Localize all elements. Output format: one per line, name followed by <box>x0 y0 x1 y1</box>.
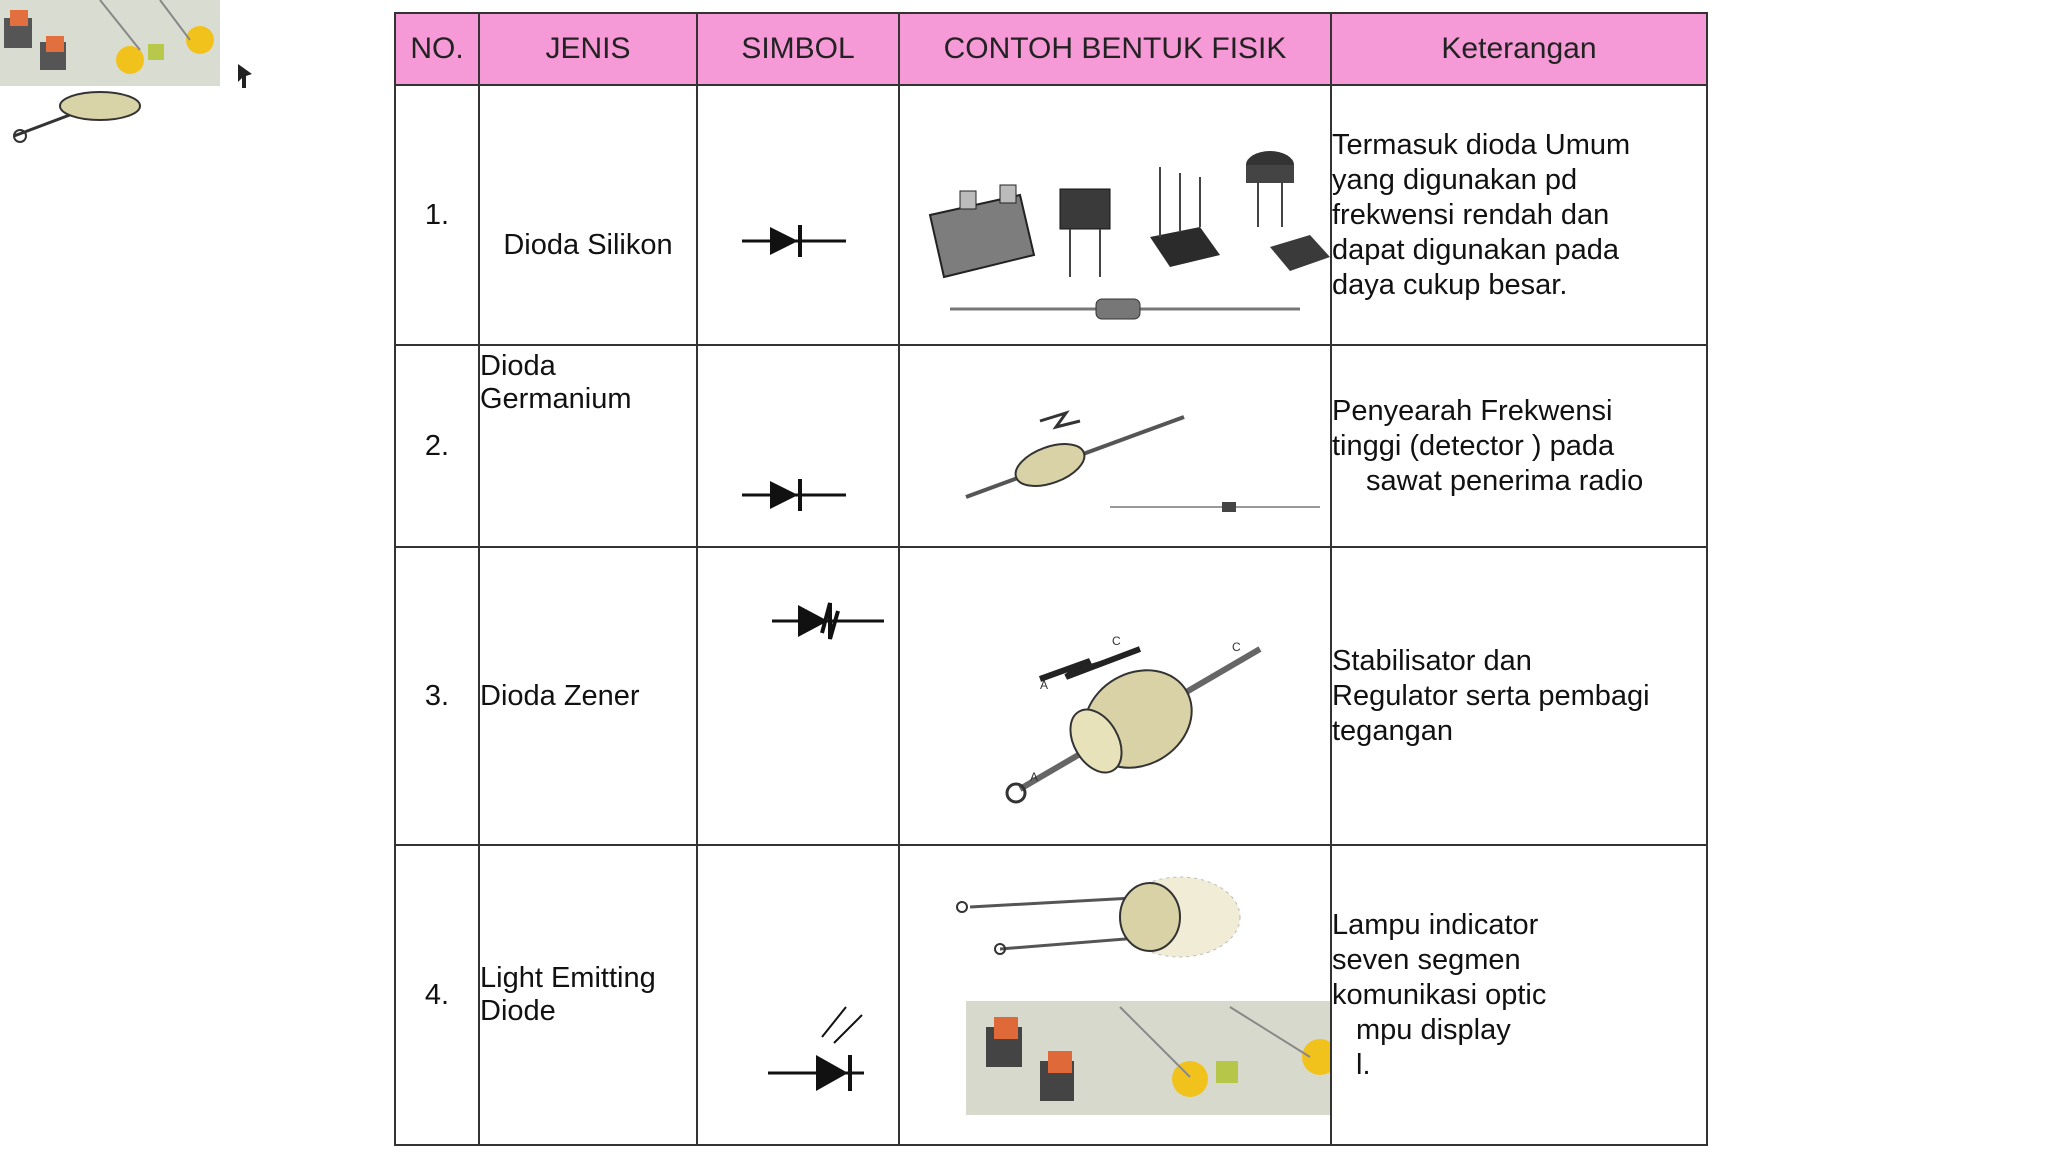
row-number-text: 4. <box>424 978 450 1011</box>
description-line: Stabilisator dan <box>1332 644 1532 677</box>
row-type: Dioda Germanium <box>478 344 698 548</box>
row-symbol <box>696 84 900 346</box>
led-diagram-thumbnail <box>0 86 160 148</box>
row-number: 2. <box>394 344 480 548</box>
description-line: daya cukup besar. <box>1332 268 1568 301</box>
header-contoh: CONTOH BENTUK FISIK <box>898 12 1332 86</box>
row-symbol <box>696 344 900 548</box>
row-photo <box>898 344 1332 548</box>
header-keterangan: Keterangan <box>1330 12 1708 86</box>
description-line: sawat penerima radio <box>1366 464 1644 497</box>
led-photo-icon <box>956 876 1330 1115</box>
description-line: Regulator serta pembagi <box>1332 679 1650 712</box>
table-header-row: NO. JENIS SIMBOL CONTOH BENTUK FISIK Ket… <box>394 12 1708 86</box>
row-description: Stabilisator dan Regulator serta pembagi… <box>1330 546 1708 846</box>
svg-text:C: C <box>1112 634 1121 648</box>
description-line: tinggi (detector ) pada <box>1332 429 1615 462</box>
diode-symbol-icon <box>742 225 846 257</box>
description-line: komunikasi optic <box>1332 978 1547 1011</box>
header-simbol: SIMBOL <box>696 12 900 86</box>
row-type: Light Emitting Diode <box>478 844 698 1146</box>
row-type: Dioda Silikon <box>478 84 698 346</box>
description-line: tegangan <box>1332 714 1453 747</box>
row-type-text: Dioda Germanium <box>480 350 632 415</box>
germanium-diode-icon <box>965 410 1320 512</box>
row-number-text: 3. <box>424 679 450 712</box>
row-number: 1. <box>394 84 480 346</box>
description-line: yang digunakan pd <box>1332 163 1578 196</box>
zener-diode-symbol-icon <box>772 602 884 640</box>
row-photo: A C C A <box>898 546 1332 846</box>
row-symbol <box>696 546 900 846</box>
row-type: Dioda Zener <box>478 546 698 846</box>
row-description: Lampu indicator seven segmen komunikasi … <box>1330 844 1708 1146</box>
led-photo-thumbnail <box>0 0 220 86</box>
description-line: frekwensi rendah dan <box>1332 198 1610 231</box>
table-row: 2. Dioda Germanium Penyeara <box>394 344 1708 548</box>
description-line: mpu display <box>1356 1013 1511 1046</box>
row-type-text: Light Emitting Diode <box>480 962 656 1027</box>
description-line: Penyearah Frekwensi <box>1332 394 1613 427</box>
description-line: Lampu indicator <box>1332 908 1539 941</box>
row-description: Termasuk dioda Umum yang digunakan pd fr… <box>1330 84 1708 346</box>
row-number-text: 2. <box>424 429 450 462</box>
row-photo <box>898 84 1332 346</box>
bridge-rectifier-icon <box>928 151 1330 320</box>
zener-diode-icon: A C C A <box>1005 634 1262 804</box>
header-jenis: JENIS <box>478 12 698 86</box>
header-no: NO. <box>394 12 480 86</box>
row-type-text: Dioda Zener <box>480 679 640 712</box>
table-row: 3. Dioda Zener A C C <box>394 546 1708 846</box>
table-row: 1. Dioda Silikon <box>394 84 1708 346</box>
row-symbol <box>696 844 900 1146</box>
diode-types-table: NO. JENIS SIMBOL CONTOH BENTUK FISIK Ket… <box>394 12 1708 1146</box>
description-line: Termasuk dioda Umum <box>1332 128 1631 161</box>
table-row: 4. Light Emitting Diode <box>394 844 1708 1146</box>
row-photo <box>898 844 1332 1146</box>
row-description: Penyearah Frekwensi tinggi (detector ) p… <box>1330 344 1708 548</box>
svg-text:C: C <box>1232 640 1241 654</box>
row-number-text: 1. <box>424 198 450 231</box>
svg-text:A: A <box>1040 678 1048 692</box>
svg-text:A: A <box>1030 770 1038 784</box>
row-number: 3. <box>394 546 480 846</box>
row-type-text: Dioda Silikon <box>503 228 673 261</box>
description-line: seven segmen <box>1332 943 1521 976</box>
row-number: 4. <box>394 844 480 1146</box>
led-symbol-icon <box>768 1006 864 1091</box>
description-line: dapat digunakan pada <box>1332 233 1620 266</box>
arrow-cursor-icon <box>238 64 252 114</box>
diode-symbol-icon <box>742 479 846 511</box>
description-line: l. <box>1356 1048 1371 1081</box>
